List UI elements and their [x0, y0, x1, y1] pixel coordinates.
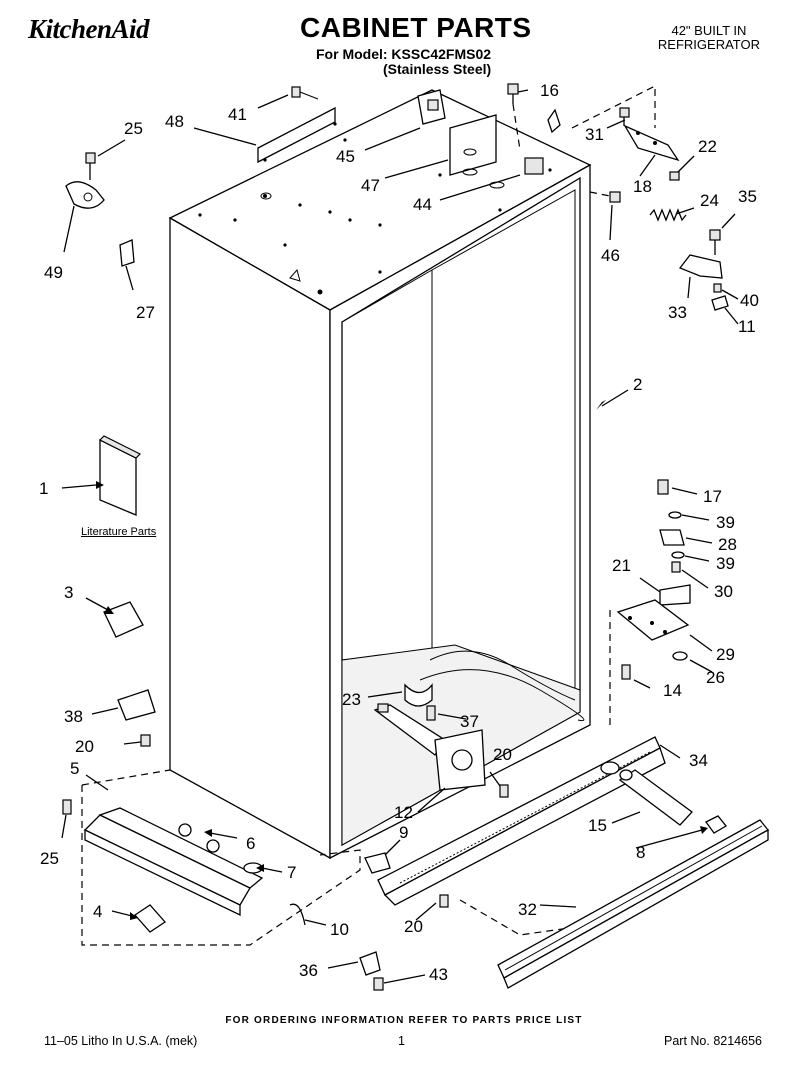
literature-parts-label: Literature Parts — [81, 526, 157, 538]
closure-bracket-33 — [678, 229, 729, 311]
callout-20c: 20 — [404, 917, 423, 936]
latch-44 — [524, 157, 544, 175]
clip-9 — [364, 852, 391, 874]
cabinet-shell — [168, 89, 592, 860]
product-type-line1: 42" BUILT IN — [671, 23, 747, 38]
callout-16: 16 — [540, 81, 559, 100]
callout-2: 2 — [633, 375, 642, 394]
callout-20a: 20 — [75, 737, 94, 756]
callout-7: 7 — [287, 863, 296, 882]
leader-lines — [61, 89, 739, 984]
callout-32: 32 — [518, 900, 537, 919]
product-type-line2: REFRIGERATOR — [657, 37, 760, 52]
callout-3: 3 — [64, 583, 73, 602]
drain-tube-12 — [373, 703, 486, 791]
clamp-49 — [65, 152, 105, 209]
kickplate-32 — [497, 819, 769, 989]
model-number: For Model: KSSC42FMS02 — [316, 46, 492, 62]
callout-31: 31 — [585, 125, 604, 144]
callout-43: 43 — [429, 965, 448, 984]
screw-20c — [439, 894, 449, 908]
callout-39b: 39 — [716, 554, 735, 573]
callout-33: 33 — [668, 303, 687, 322]
page-title: CABINET PARTS — [300, 12, 532, 43]
top-hinge — [547, 85, 680, 181]
callout-labels: 1 2 3 4 5 6 7 8 9 10 11 12 14 15 16 17 1… — [39, 81, 759, 984]
callout-15: 15 — [588, 816, 607, 835]
callout-8: 8 — [636, 843, 645, 862]
callout-14: 14 — [663, 681, 682, 700]
screw-43 — [373, 977, 384, 991]
callout-25a: 25 — [124, 119, 143, 138]
base-rail-5 — [83, 807, 306, 933]
clip-23 — [404, 683, 433, 707]
screw-20a — [140, 734, 151, 747]
part-number: Part No. 8214656 — [664, 1034, 762, 1048]
callout-30: 30 — [714, 582, 733, 601]
callout-24: 24 — [700, 191, 719, 210]
callout-23: 23 — [342, 690, 361, 709]
callout-26: 26 — [706, 668, 725, 687]
grille-34 — [377, 736, 666, 906]
callout-27: 27 — [136, 303, 155, 322]
callout-36: 36 — [299, 961, 318, 980]
model-finish: (Stainless Steel) — [383, 61, 492, 77]
ordering-note: FOR ORDERING INFORMATION REFER TO PARTS … — [225, 1015, 583, 1026]
callout-40: 40 — [740, 291, 759, 310]
clamp-3 — [103, 601, 144, 638]
callout-11: 11 — [738, 317, 756, 336]
callout-37: 37 — [460, 712, 479, 731]
screw-41 — [291, 86, 319, 100]
callout-46: 46 — [601, 246, 620, 265]
screw-46 — [589, 191, 621, 203]
callout-1: 1 — [39, 479, 48, 498]
callout-17: 17 — [703, 487, 722, 506]
callout-18: 18 — [633, 177, 652, 196]
callout-9: 9 — [399, 823, 408, 842]
callout-25b: 25 — [40, 849, 59, 868]
screw-16 — [507, 83, 521, 151]
brand-logo: KitchenAid — [28, 14, 150, 44]
litho-info: 11–05 Litho In U.S.A. (mek) — [44, 1034, 198, 1048]
callout-6: 6 — [246, 834, 255, 853]
callout-39a: 39 — [716, 513, 735, 532]
callout-28: 28 — [718, 535, 737, 554]
nut-22 — [669, 171, 680, 181]
callout-44: 44 — [413, 195, 432, 214]
callout-5: 5 — [70, 759, 79, 778]
callout-45: 45 — [336, 147, 355, 166]
screw-20b — [499, 784, 509, 798]
callout-41: 41 — [228, 105, 247, 124]
callout-4: 4 — [93, 902, 102, 921]
plate-47 — [449, 114, 497, 176]
spring-24 — [649, 208, 687, 222]
callout-20b: 20 — [493, 745, 512, 764]
page-number: 1 — [398, 1034, 405, 1048]
callout-49: 49 — [44, 263, 63, 282]
callout-47: 47 — [361, 176, 380, 195]
bracket-38 — [117, 689, 156, 721]
bracket-36 — [359, 951, 381, 976]
damper-15 — [618, 769, 693, 826]
assembly-outline — [81, 769, 171, 786]
screw-37 — [426, 705, 436, 721]
callout-38: 38 — [64, 707, 83, 726]
cap-8 — [705, 815, 727, 834]
callout-29: 29 — [716, 645, 735, 664]
screw-25b — [62, 799, 72, 815]
callout-34: 34 — [689, 751, 708, 770]
callout-48: 48 — [165, 112, 184, 131]
callout-10: 10 — [330, 920, 349, 939]
callout-21: 21 — [612, 556, 631, 575]
clip-27 — [119, 239, 135, 267]
product-type: 42" BUILT IN REFRIGERATOR — [658, 24, 760, 52]
callout-22: 22 — [698, 137, 717, 156]
callout-12: 12 — [394, 803, 413, 822]
bottom-hinge — [609, 479, 691, 725]
callout-35: 35 — [738, 187, 757, 206]
